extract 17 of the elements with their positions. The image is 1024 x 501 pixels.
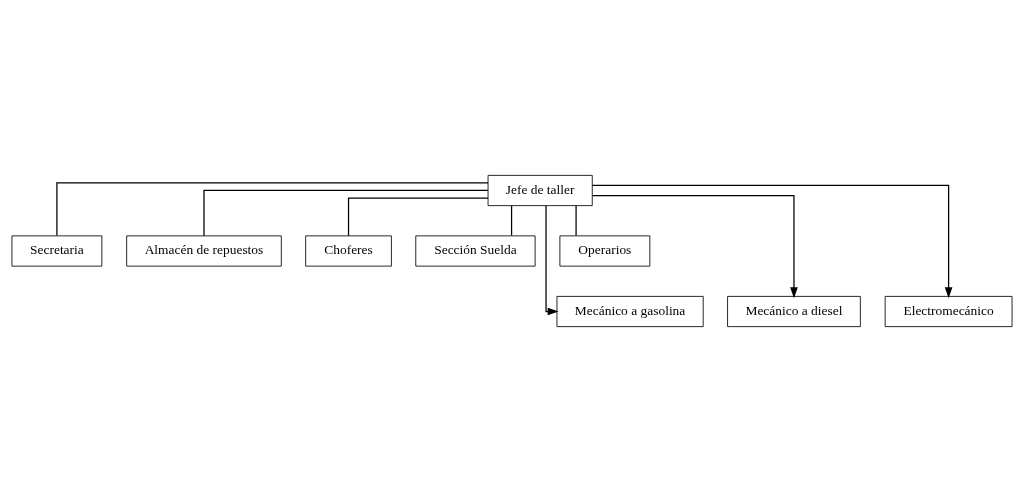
node-box: Mecánico a gasolina bbox=[556, 295, 704, 327]
node-box: Mecánico a diesel bbox=[727, 295, 861, 327]
arrow bbox=[591, 194, 798, 298]
node-box: Jefe de taller bbox=[487, 174, 593, 206]
connector bbox=[203, 189, 489, 236]
connector bbox=[510, 204, 513, 236]
node-box: Choferes bbox=[305, 234, 392, 267]
node-box: Almacén de repuestos bbox=[126, 234, 282, 267]
node-box: Electromecánico bbox=[884, 295, 1013, 327]
arrow bbox=[545, 204, 559, 315]
node-box: Secretaria bbox=[11, 234, 103, 267]
connector bbox=[56, 181, 489, 236]
node-box: Sección Suelda bbox=[415, 234, 536, 267]
connector bbox=[347, 196, 489, 236]
arrow bbox=[591, 184, 953, 298]
connector bbox=[575, 204, 577, 236]
node-box: Operarios bbox=[559, 234, 651, 267]
